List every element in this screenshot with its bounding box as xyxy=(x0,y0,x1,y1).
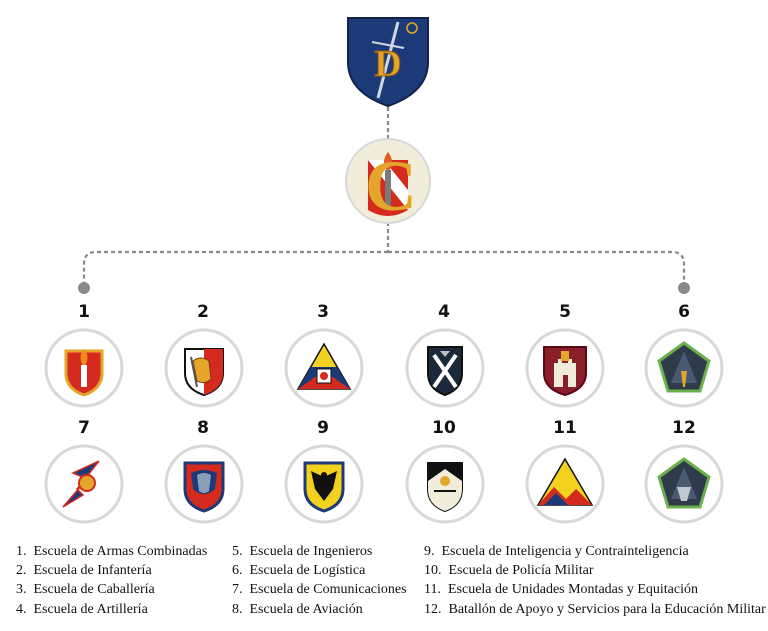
command-emblem-letter: C xyxy=(365,146,417,226)
legend-label: Escuela de Armas Combinadas xyxy=(33,544,208,559)
legend-item: 9. Escuela de Inteligencia y Contraintel… xyxy=(424,544,689,559)
connector-node-left xyxy=(78,282,90,294)
legend-number: 10 xyxy=(424,563,438,579)
d-sword-shield-icon: D xyxy=(347,17,429,108)
legend-item: 5. Escuela de Ingenieros xyxy=(232,544,373,559)
school-number: 5 xyxy=(559,302,571,322)
legend-number: 2 xyxy=(16,563,23,579)
pentagon-tent-icon xyxy=(644,328,724,408)
legend-label: Escuela de Caballería xyxy=(33,582,155,598)
torch-shield-icon xyxy=(44,328,124,408)
legend-label: Escuela de Aviación xyxy=(249,601,363,617)
legend-item: 12. Batallón de Apoyo y Servicios para l… xyxy=(424,601,766,617)
school-number: 1 xyxy=(78,302,90,322)
legend-number: 3 xyxy=(16,582,23,598)
legend-number: 9 xyxy=(424,544,431,559)
legend-item: 11. Escuela de Unidades Montadas y Equit… xyxy=(424,582,698,598)
triangle-shield-icon xyxy=(284,328,364,408)
lion-shield-icon xyxy=(164,328,244,408)
legend-item: 7. Escuela de Comunicaciones xyxy=(232,582,407,598)
legend-item: 3. Escuela de Caballería xyxy=(16,582,155,598)
legend-number: 12 xyxy=(424,601,438,617)
school-number: 9 xyxy=(317,418,329,438)
school-number: 11 xyxy=(553,418,577,438)
legend-number: 11 xyxy=(424,582,438,598)
legend-item: 10. Escuela de Policía Militar xyxy=(424,563,594,579)
legend-number: 4 xyxy=(16,601,23,617)
legend-item: 1. Escuela de Armas Combinadas xyxy=(16,544,208,559)
legend-label: Escuela de Unidades Montadas y Equitació… xyxy=(447,582,698,598)
school-number: 4 xyxy=(438,302,450,322)
legend-item: 4. Escuela de Artillería xyxy=(16,601,148,617)
legend-label: Escuela de Logística xyxy=(249,563,366,579)
legend-item: 6. Escuela de Logística xyxy=(232,563,366,579)
legend-number: 6 xyxy=(232,563,239,579)
mp-shield-icon xyxy=(405,444,485,524)
school-number: 3 xyxy=(317,302,329,322)
legend-item: 8. Escuela de Aviación xyxy=(232,601,363,617)
legend-label: Escuela de Infantería xyxy=(33,563,152,579)
legend-item: 2. Escuela de Infantería xyxy=(16,563,152,579)
legend-number: 8 xyxy=(232,601,239,617)
school-number: 10 xyxy=(432,418,456,438)
black-eagle-shield-icon xyxy=(284,444,364,524)
school-number: 6 xyxy=(678,302,690,322)
legend-column-3: 9. Escuela de Inteligencia y Contraintel… xyxy=(424,542,766,619)
legend-label: Batallón de Apoyo y Servicios para la Ed… xyxy=(448,601,766,617)
school-number: 7 xyxy=(78,418,90,438)
school-number: 12 xyxy=(672,418,696,438)
crossed-cannons-shield-icon xyxy=(405,328,485,408)
c-torch-circle-icon: C xyxy=(345,138,431,226)
mountain-triangle-icon xyxy=(525,444,605,524)
legend-column-2: 5. Escuela de Ingenieros 6. Escuela de L… xyxy=(232,542,407,619)
lightning-bolt-icon xyxy=(44,444,124,524)
legend-label: Escuela de Ingenieros xyxy=(249,544,373,559)
connector-node-right xyxy=(678,282,690,294)
eagle-shield-icon xyxy=(164,444,244,524)
legend-number: 7 xyxy=(232,582,239,598)
legend-number: 5 xyxy=(232,544,239,559)
legend-label: Escuela de Policía Militar xyxy=(448,563,594,579)
top-emblem-letter: D xyxy=(374,43,401,85)
legend-label: Escuela de Artillería xyxy=(33,601,148,617)
legend-column-1: 1. Escuela de Armas Combinadas 2. Escuel… xyxy=(16,542,207,619)
pentagon-emblem-icon xyxy=(644,444,724,524)
school-number: 2 xyxy=(197,302,209,322)
legend-label: Escuela de Inteligencia y Contraintelige… xyxy=(441,544,689,559)
school-number: 8 xyxy=(197,418,209,438)
connector-lines xyxy=(82,100,686,284)
castle-shield-icon xyxy=(525,328,605,408)
legend-number: 1 xyxy=(16,544,23,559)
legend-label: Escuela de Comunicaciones xyxy=(249,582,407,598)
